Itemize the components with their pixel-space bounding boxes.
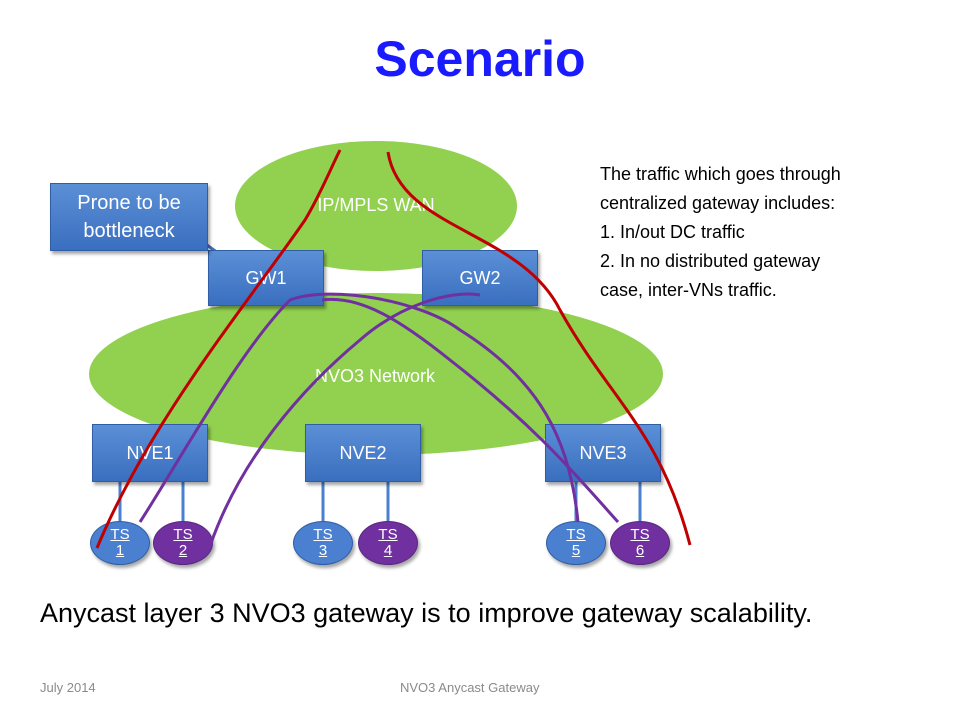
note-line-5: case, inter-VNs traffic. — [600, 280, 777, 300]
bottleneck-callout: Prone to be bottleneck — [50, 183, 208, 251]
nve-nve1[interactable]: NVE1 — [92, 424, 208, 482]
slide-title: Scenario — [374, 31, 586, 87]
ts5-label: TS 5 — [566, 526, 586, 559]
tenant-system-ts2[interactable]: TS 2 — [153, 521, 213, 565]
tenant-system-ts3[interactable]: TS 3 — [293, 521, 353, 565]
tenant-system-ts1[interactable]: TS 1 — [90, 521, 150, 565]
ts4-label: TS 4 — [378, 526, 398, 559]
ts3-label: TS 3 — [313, 526, 333, 559]
note-line-2: centralized gateway includes: — [600, 193, 836, 213]
ts2-label: TS 2 — [173, 526, 193, 559]
nve-nve2[interactable]: NVE2 — [305, 424, 421, 482]
note-line-3: 1. In/out DC traffic — [600, 222, 745, 242]
callout-line-1: Prone to be — [77, 192, 181, 214]
slide-caption: Anycast layer 3 NVO3 gateway is to impro… — [40, 598, 813, 628]
tenant-system-ts4[interactable]: TS 4 — [358, 521, 418, 565]
note-line-1: The traffic which goes through — [600, 164, 841, 184]
note-line-4: 2. In no distributed gateway — [600, 251, 821, 271]
tenant-system-ts6[interactable]: TS 6 — [610, 521, 670, 565]
traffic-note: The traffic which goes through centraliz… — [600, 160, 920, 305]
wan-label: IP/MPLS WAN — [317, 195, 435, 215]
footer-title: NVO3 Anycast Gateway — [400, 680, 540, 695]
gateway-gw1[interactable]: GW1 — [208, 250, 324, 306]
ts6-label: TS 6 — [630, 526, 650, 559]
callout-line-2: bottleneck — [83, 220, 175, 242]
gateway-gw2[interactable]: GW2 — [422, 250, 538, 306]
footer-date: July 2014 — [40, 680, 96, 695]
tenant-system-ts5[interactable]: TS 5 — [546, 521, 606, 565]
nvo3-label: NVO3 Network — [314, 366, 436, 386]
nve-nve3[interactable]: NVE3 — [545, 424, 661, 482]
ts1-label: TS 1 — [110, 526, 130, 559]
